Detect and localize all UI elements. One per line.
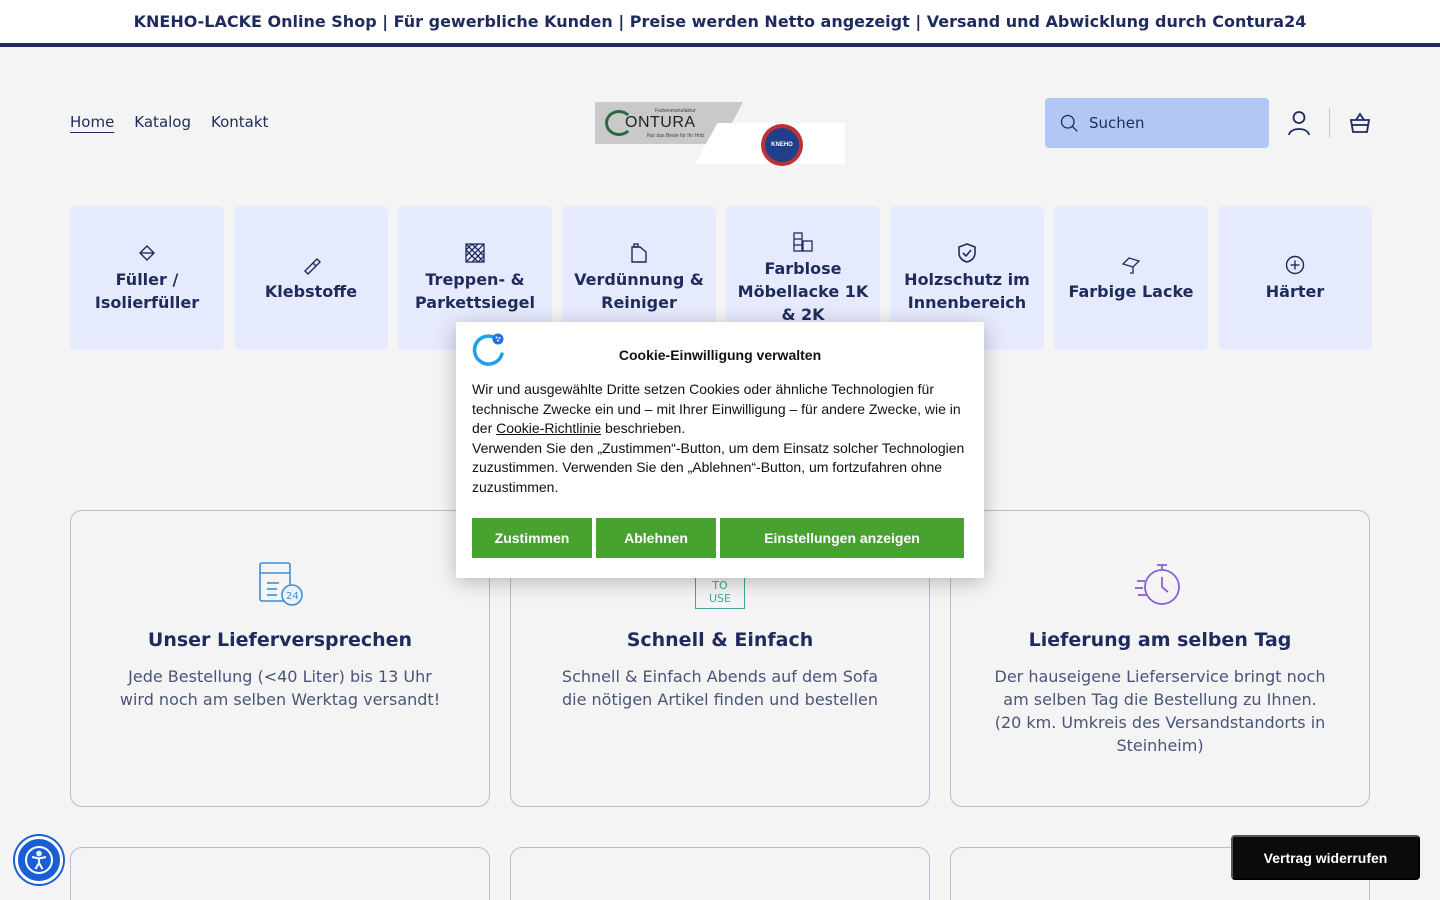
shield-check-icon — [956, 242, 978, 264]
announcement-bar: KNEHO-LACKE Online Shop | Für gewerblich… — [0, 0, 1440, 47]
glue-icon — [300, 254, 322, 276]
contura-wordmark: ONTURA — [625, 114, 696, 131]
feature-title: Schnell & Einfach — [626, 629, 814, 651]
revoke-contract-button[interactable]: Vertrag widerrufen — [1231, 835, 1420, 880]
feature-card-schnell-einfach: TO USE Schnell & Einfach Schnell & Einfa… — [510, 510, 930, 807]
account-icon[interactable] — [1287, 110, 1311, 136]
feature-card-lieferversprechen: 24 Unser Lieferversprechen Jede Bestellu… — [70, 510, 490, 807]
nav-kontakt[interactable]: Kontakt — [211, 113, 269, 131]
category-label: Farblose Möbellacke 1K & 2K — [737, 258, 869, 324]
feature-title: Unser Lieferversprechen — [147, 629, 413, 651]
feature-card-row2-2 — [510, 847, 930, 900]
contura-tagline-bottom: Nur das Beste für Ihr Holz — [647, 133, 705, 139]
feature-card-row2-1 — [70, 847, 490, 900]
cookie-consent-dialog: Cookie-Einwilligung verwalten Wir und au… — [456, 322, 984, 578]
category-label: Treppen- & Parkettsiegel — [415, 270, 535, 312]
nav-katalog[interactable]: Katalog — [134, 113, 192, 131]
paint-bucket-icon — [136, 242, 158, 264]
feature-title: Lieferung am selben Tag — [1028, 629, 1292, 651]
category-grid: Füller / Isolierfüller Klebstoffe Treppe… — [70, 206, 1372, 350]
category-klebstoffe[interactable]: Klebstoffe — [234, 206, 388, 350]
category-farbige-lacke[interactable]: Farbige Lacke — [1054, 206, 1208, 350]
accessibility-button[interactable] — [15, 836, 63, 884]
kneho-wordmark: KNEHO — [765, 128, 799, 162]
canister-icon — [628, 242, 650, 264]
announcement-text: KNEHO-LACKE Online Shop | Für gewerblich… — [133, 12, 1307, 31]
paint-roller-icon — [1120, 254, 1142, 276]
search-icon — [1060, 114, 1078, 132]
parquet-icon — [464, 242, 486, 264]
ready-to-use-icon-text: TO USE — [709, 579, 731, 605]
cookie-reject-button[interactable]: Ablehnen — [596, 518, 716, 558]
cookie-dialog-title: Cookie-Einwilligung verwalten — [618, 347, 822, 363]
search-box[interactable] — [1045, 98, 1269, 148]
category-label: Verdünnung & Reiniger — [574, 270, 704, 312]
feature-text: Jede Bestellung (<40 Liter) bis 13 Uhr w… — [119, 667, 441, 709]
cart-icon[interactable] — [1348, 111, 1372, 135]
cookie-consent-logo-icon — [472, 333, 504, 366]
package-24h-icon: 24 — [259, 562, 303, 606]
kneho-logo: KNEHO — [761, 124, 803, 166]
store-logo[interactable]: Farbenmanufaktur ONTURA Nur das Beste fü… — [595, 102, 845, 166]
category-label: Härter — [1265, 281, 1325, 301]
stopwatch-icon — [1135, 564, 1180, 605]
search-input[interactable] — [1089, 114, 1249, 132]
cookie-text-1: Wir und ausgewählte Dritte setzen Cookie… — [472, 381, 961, 436]
category-fueller[interactable]: Füller / Isolierfüller — [70, 206, 224, 350]
furniture-icon — [792, 231, 814, 253]
accessibility-icon — [25, 846, 53, 874]
cookie-accept-button[interactable]: Zustimmen — [472, 518, 592, 558]
nav-home[interactable]: Home — [70, 113, 115, 131]
category-label: Füller / Isolierfüller — [94, 270, 200, 312]
category-label: Farbige Lacke — [1068, 281, 1194, 301]
plus-circle-icon — [1284, 254, 1306, 276]
contura-tagline-top: Farbenmanufaktur — [655, 108, 696, 114]
header-divider — [1329, 108, 1330, 138]
cookie-dialog-body: Wir und ausgewählte Dritte setzen Cookie… — [472, 380, 972, 497]
category-label: Holzschutz im Innenbereich — [904, 270, 1030, 312]
cookie-settings-button[interactable]: Einstellungen anzeigen — [720, 518, 964, 558]
cookie-policy-link[interactable]: Cookie-Richtlinie — [496, 420, 602, 436]
ready-to-use-icon: TO USE — [695, 559, 745, 609]
main-nav: Home Katalog Kontakt — [70, 113, 268, 131]
cookie-text-2: beschrieben. — [601, 420, 686, 436]
svg-text:24: 24 — [286, 591, 299, 602]
category-label: Klebstoffe — [264, 281, 358, 301]
category-haerter[interactable]: Härter — [1218, 206, 1372, 350]
cookie-text-3: Verwenden Sie den „Zustimmen“-Button, um… — [472, 439, 965, 495]
feature-card-lieferung-tag: Lieferung am selben Tag Der hauseigene L… — [950, 510, 1370, 807]
feature-text: Schnell & Einfach Abends auf dem Sofa di… — [561, 667, 879, 709]
contura-swoosh-icon — [605, 110, 633, 136]
feature-text: Der hauseigene Lieferservice bringt noch… — [994, 667, 1326, 755]
